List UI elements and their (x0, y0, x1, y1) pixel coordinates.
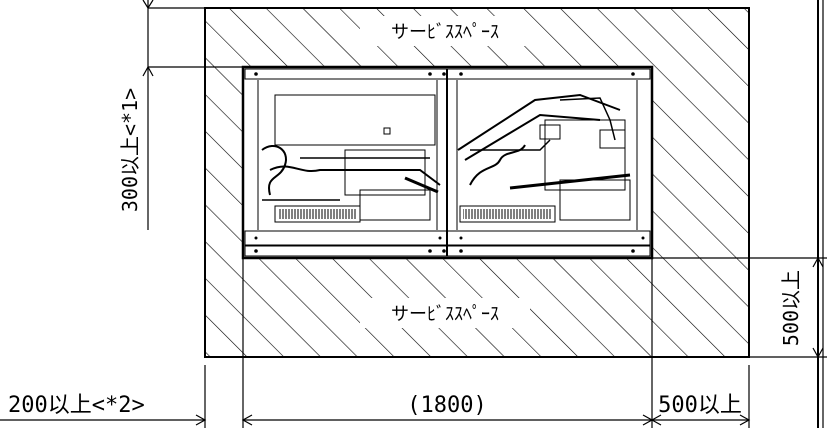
bottom-left-dimension-label: 200以上<*2> (8, 393, 145, 418)
service-area-outline (204, 7, 750, 358)
bottom-right-dimension-label: 500以上 (658, 393, 742, 418)
right-dimension-label: 500以上 (779, 270, 803, 346)
service-space-label-top: サーﾋﾞｽｽﾍﾟｰｽ (391, 22, 499, 43)
service-space-label-bottom: サーﾋﾞｽｽﾍﾟｰｽ (391, 304, 499, 325)
right-dimension (652, 0, 827, 428)
left-dimension-label: 300以上<*1> (118, 88, 142, 212)
bottom-dimension (0, 258, 751, 428)
service-area-hatch (205, 8, 749, 357)
outdoor-unit (241, 65, 654, 260)
left-dimension (142, 0, 243, 230)
bottom-center-dimension-label: (1800) (407, 393, 486, 418)
